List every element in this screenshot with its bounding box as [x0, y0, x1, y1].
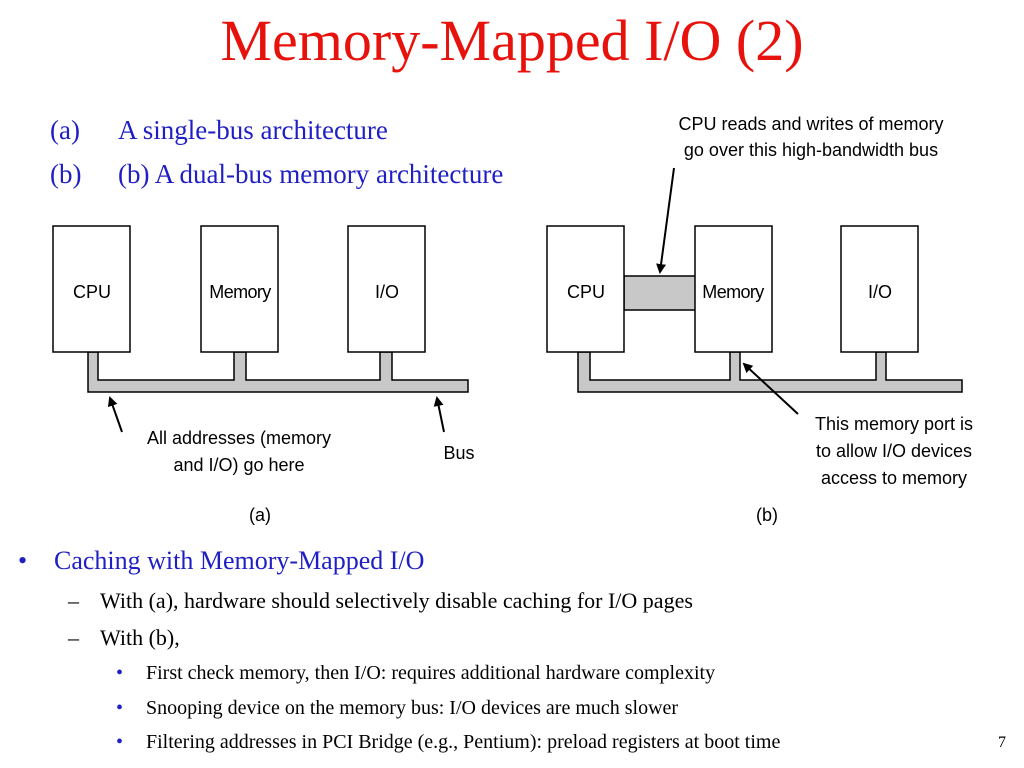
caption-b: (b) [756, 505, 778, 525]
page-number: 7 [998, 734, 1006, 751]
subitem-a-label: (a) [50, 115, 80, 145]
dash-marker: – [68, 625, 79, 650]
dash-marker: – [68, 588, 79, 613]
slide-title: Memory-Mapped I/O (2) [220, 8, 804, 73]
cpu-box-b [546, 225, 625, 353]
bullet-main-text: Caching with Memory-Mapped I/O [54, 546, 425, 575]
memory-box-b [694, 225, 773, 353]
bus-architecture-diagram: CPU Memory I/O All addresses (memory and… [52, 114, 973, 525]
cpu-label-b: CPU [567, 282, 605, 302]
io-label-b: I/O [868, 282, 892, 302]
subitem-b-text: (b) A dual-bus memory architecture [118, 159, 504, 189]
subsub-bullet-1-text: First check memory, then I/O: requires a… [146, 662, 716, 684]
address-note-line2: and I/O) go here [173, 455, 304, 475]
address-note-line1: All addresses (memory [147, 428, 331, 448]
memory-port-arrow-b [742, 362, 799, 415]
port-note-line1: This memory port is [815, 414, 973, 434]
address-arrow-a [107, 396, 123, 433]
bus-label-a: Bus [443, 443, 474, 463]
port-note-line3: access to memory [821, 468, 967, 488]
diagram-a: CPU Memory I/O All addresses (memory and… [52, 225, 475, 525]
top-note-line2: go over this high-bandwidth bus [684, 140, 938, 160]
subitem-b-label: (b) [50, 159, 82, 189]
caption-a: (a) [249, 505, 271, 525]
io-bus-b [577, 351, 963, 393]
memory-bus-arrow-b [656, 167, 675, 274]
memory-bus-b [623, 275, 697, 311]
io-box-a [347, 225, 426, 353]
bullet-marker: • [116, 662, 124, 684]
subsub-bullet-2-text: Snooping device on the memory bus: I/O d… [146, 697, 679, 719]
subsub-bullet-3-text: Filtering addresses in PCI Bridge (e.g.,… [146, 731, 781, 753]
bus-arrow-a [433, 396, 445, 433]
sub-bullet-1-text: With (a), hardware should selectively di… [100, 588, 693, 613]
memory-label-a: Memory [209, 282, 271, 302]
top-note-line1: CPU reads and writes of memory [678, 114, 943, 134]
sub-bullet-2-text: With (b), [100, 625, 180, 650]
bullet-marker: • [116, 697, 124, 719]
diagram-b: CPU Memory I/O CPU reads and writes of m… [546, 114, 973, 525]
memory-label-b: Memory [702, 282, 764, 302]
cpu-box-a [52, 225, 131, 353]
cpu-label-a: CPU [73, 282, 111, 302]
port-note-line2: to allow I/O devices [816, 441, 972, 461]
memory-box-a [200, 225, 279, 353]
bullet-marker: • [116, 731, 124, 753]
io-label-a: I/O [375, 282, 399, 302]
bullet-marker: • [18, 546, 28, 575]
subitem-a-text: A single-bus architecture [118, 115, 388, 145]
single-bus [87, 351, 469, 393]
io-box-b [840, 225, 919, 353]
